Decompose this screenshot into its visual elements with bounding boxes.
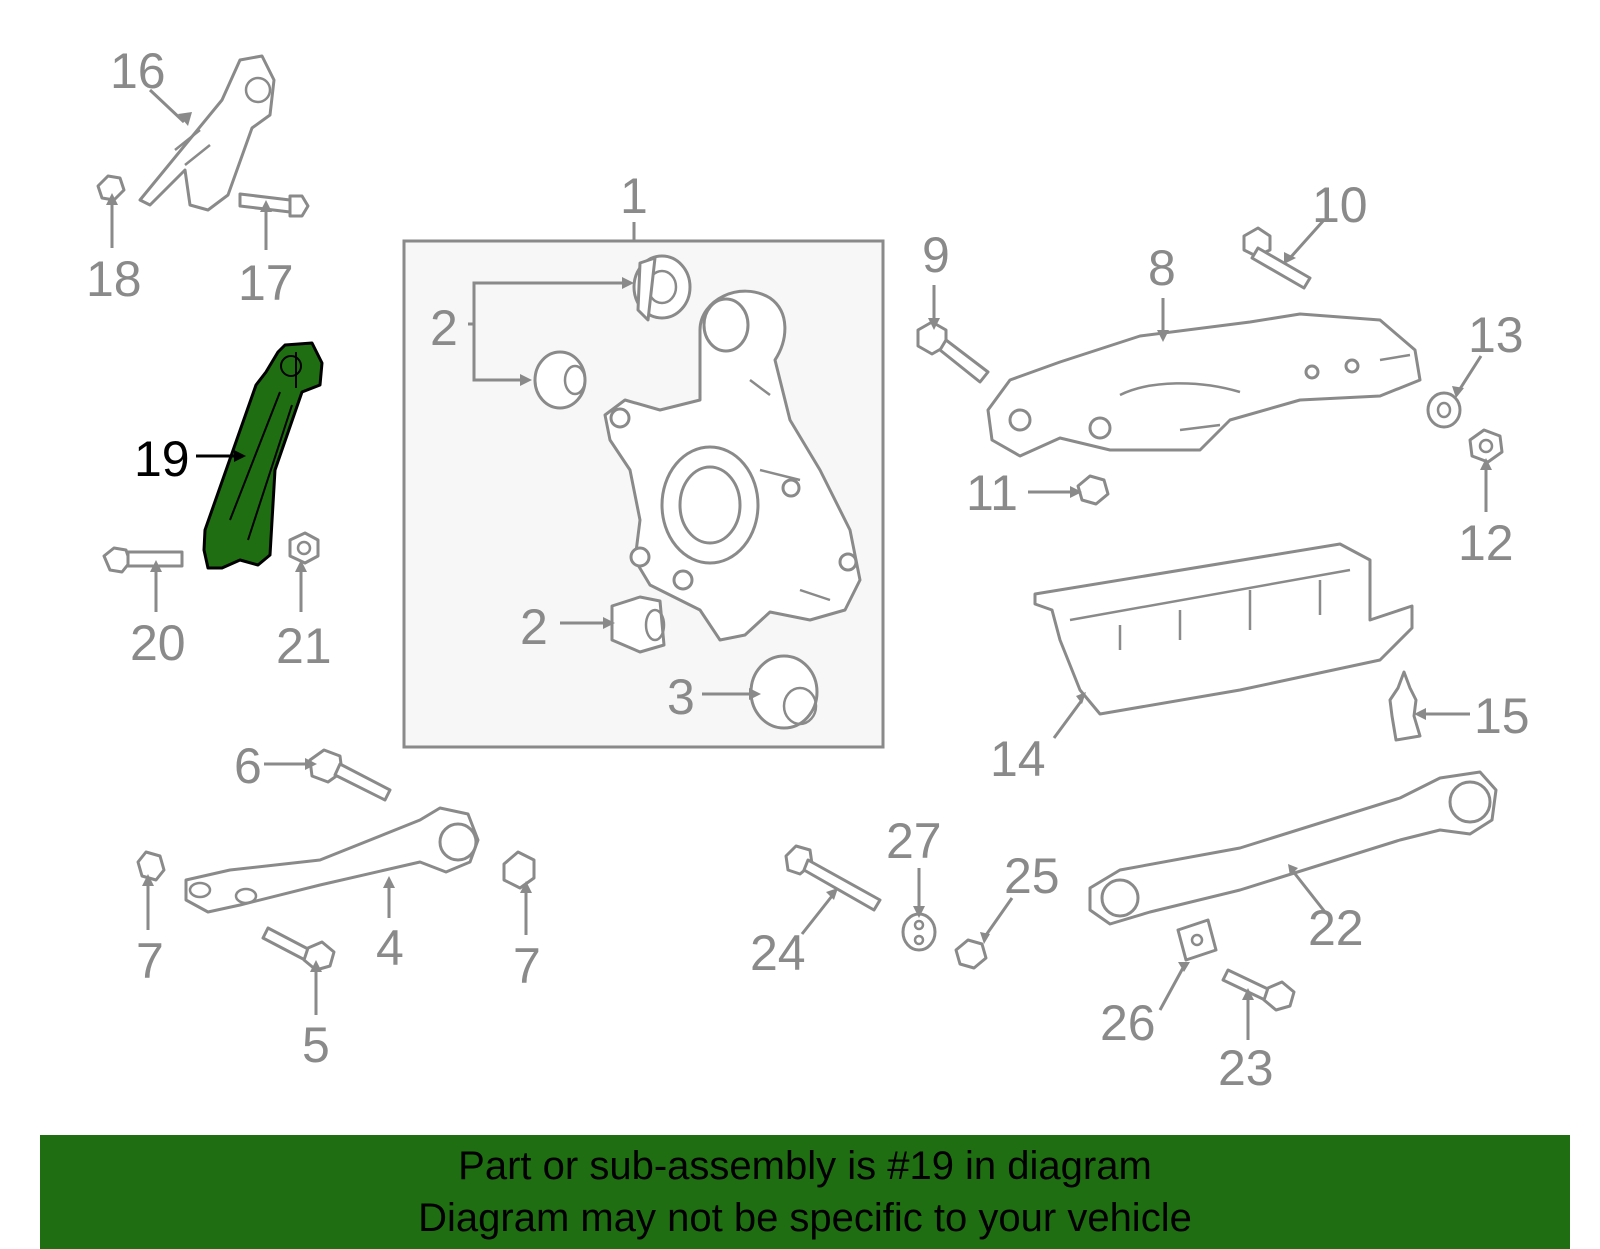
nut-11 xyxy=(1076,474,1110,506)
callout-1: 1 xyxy=(620,168,648,224)
arrowheads xyxy=(106,112,1492,1000)
plate-26 xyxy=(1176,918,1218,962)
bolt-23 xyxy=(1221,968,1296,1012)
info-banner: Part or sub-assembly is #19 in diagram D… xyxy=(40,1135,1570,1249)
callout-27: 27 xyxy=(886,813,942,869)
callout-19: 19 xyxy=(134,431,190,487)
callout-12: 12 xyxy=(1458,515,1514,571)
clip-15 xyxy=(1388,670,1422,742)
knuckle-part xyxy=(603,289,862,642)
banner-line-2: Diagram may not be specific to your vehi… xyxy=(418,1196,1192,1240)
bolt-9 xyxy=(916,320,990,384)
bolt-17 xyxy=(238,192,310,218)
callout-15: 15 xyxy=(1474,688,1530,744)
callout-5: 5 xyxy=(302,1017,330,1073)
callout-6: 6 xyxy=(234,738,262,794)
nut-7a xyxy=(136,850,166,882)
washer-13 xyxy=(1426,391,1462,429)
callout-2a: 2 xyxy=(430,300,458,356)
callout-24: 24 xyxy=(750,925,806,981)
bolt-5 xyxy=(261,926,336,972)
callout-17: 17 xyxy=(238,255,294,311)
bushing-3 xyxy=(749,654,819,730)
callout-25: 25 xyxy=(1004,848,1060,904)
shield-14 xyxy=(1033,542,1414,716)
bolt-6 xyxy=(308,748,392,802)
crossmember-8 xyxy=(986,312,1422,458)
callout-3: 3 xyxy=(667,669,695,725)
nut-18 xyxy=(96,174,126,202)
callout-4: 4 xyxy=(376,920,404,976)
callout-7a: 7 xyxy=(136,933,164,989)
bolt-24 xyxy=(784,844,882,912)
bushing-mid xyxy=(533,350,587,410)
control-arm-22 xyxy=(1088,770,1498,926)
callout-7b: 7 xyxy=(513,938,541,994)
callout-14: 14 xyxy=(990,731,1046,787)
callout-9: 9 xyxy=(922,227,950,283)
bushing-low xyxy=(610,595,666,654)
callout-23: 23 xyxy=(1218,1040,1274,1096)
callout-8: 8 xyxy=(1148,240,1176,296)
callout-26: 26 xyxy=(1100,995,1156,1051)
nut-21 xyxy=(288,531,320,565)
callout-22: 22 xyxy=(1308,900,1364,956)
washer-27 xyxy=(901,912,937,952)
trailing-arm-19 xyxy=(202,341,324,570)
callout-20: 20 xyxy=(130,615,186,671)
callout-2b: 2 xyxy=(520,599,548,655)
bolt-10 xyxy=(1242,226,1312,290)
lateral-link-4 xyxy=(184,806,480,914)
callout-13: 13 xyxy=(1468,307,1524,363)
nut-12 xyxy=(1468,428,1504,464)
bushing-top xyxy=(632,254,692,322)
nut-25 xyxy=(954,938,988,970)
callout-21: 21 xyxy=(276,618,332,674)
banner-line-1: Part or sub-assembly is #19 in diagram xyxy=(458,1144,1152,1188)
callout-11: 11 xyxy=(966,465,1018,521)
callout-labels: 1 2 2 3 4 5 6 7 7 8 9 10 11 12 13 14 15 … xyxy=(86,43,1530,1096)
callout-16: 16 xyxy=(110,43,166,99)
bolt-20 xyxy=(102,546,184,574)
nut-7b xyxy=(502,850,536,890)
bracket-16 xyxy=(138,54,276,212)
callout-10: 10 xyxy=(1312,177,1368,233)
callout-18: 18 xyxy=(86,251,142,307)
